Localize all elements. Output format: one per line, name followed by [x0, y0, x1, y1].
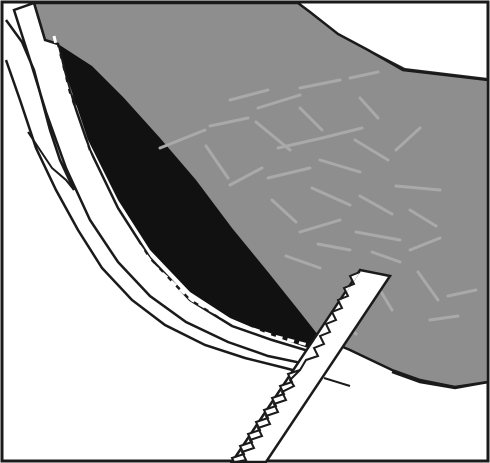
illustration-frame	[0, 0, 490, 463]
zipper-insertion-diagram	[0, 0, 490, 463]
